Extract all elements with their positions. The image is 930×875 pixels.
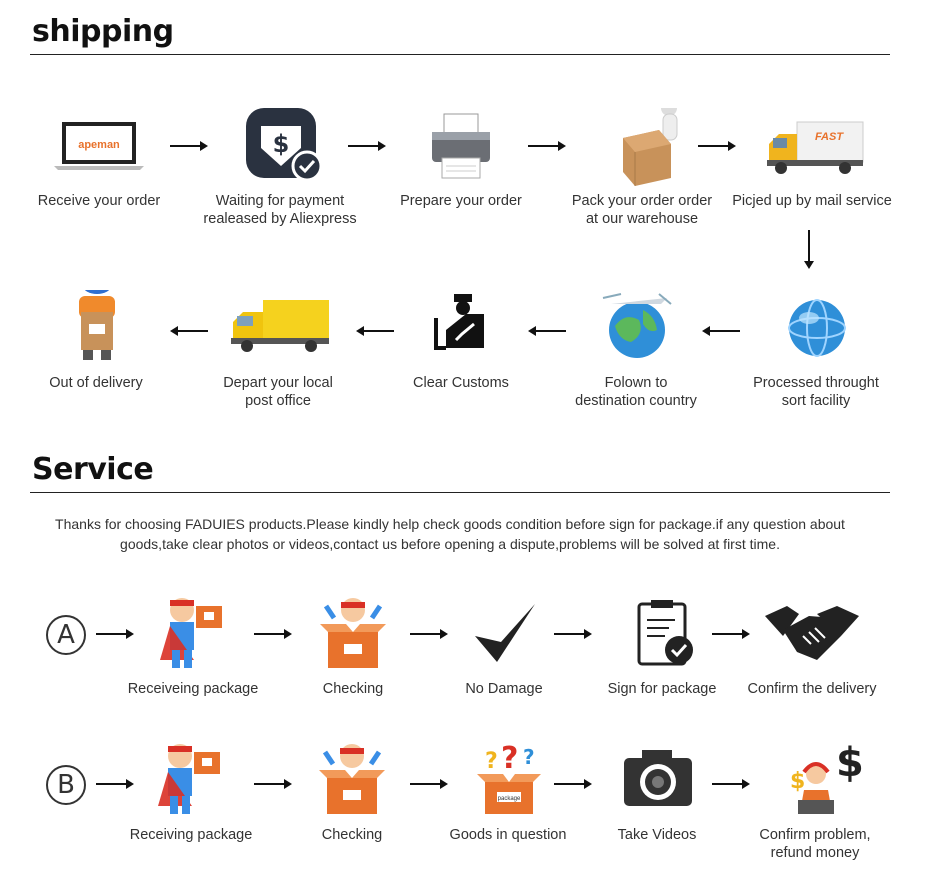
step-a-sign: Sign for package	[567, 596, 757, 698]
step-b-take-videos: Take Videos	[562, 742, 752, 844]
flow-arrow	[712, 778, 750, 790]
payment-shield-icon: $	[225, 108, 335, 188]
step-a-receiving: Receiveing package	[98, 596, 288, 698]
yellow-truck-icon	[223, 290, 333, 370]
step-label: Out of delivery	[49, 375, 143, 391]
hero-box-icon	[138, 596, 248, 676]
step-b-receiving: Receiving package	[96, 742, 286, 844]
laptop-icon: apeman	[44, 108, 154, 188]
flow-arrow	[348, 140, 386, 152]
flow-arrow	[170, 140, 208, 152]
truck-fast-text: FAST	[815, 131, 844, 143]
package-worker-icon	[587, 108, 697, 188]
handshake-icon	[757, 596, 867, 676]
step-flown-destination: Folown to destination country	[541, 290, 731, 410]
svg-text:$: $	[790, 769, 805, 794]
step-pack-order: Pack your order order at our warehouse	[547, 108, 737, 228]
flow-arrow	[356, 325, 394, 337]
flow-arrow	[410, 778, 448, 790]
flow-arrow	[170, 325, 208, 337]
flow-arrow	[702, 325, 740, 337]
flow-arrow	[712, 628, 750, 640]
flow-arrow	[528, 325, 566, 337]
customs-officer-icon	[406, 290, 516, 370]
step-a-no-damage: No Damage	[409, 596, 599, 698]
step-out-of-delivery: Out of delivery	[1, 290, 191, 392]
step-label: Receiving package	[129, 827, 253, 843]
globe-plane-icon	[581, 290, 691, 370]
step-label: Picjed up by mail service	[732, 193, 892, 209]
step-label: Processed throught sort facility	[753, 375, 879, 409]
step-label: Checking	[322, 681, 384, 697]
step-depart-post-office: Depart your local post office	[183, 290, 373, 410]
shipping-divider	[30, 54, 890, 55]
step-label: Confirm problem, refund money	[759, 827, 871, 861]
flow-arrow	[554, 628, 592, 640]
hero-open-box-icon	[297, 742, 407, 822]
step-label: No Damage	[465, 681, 543, 697]
step-b-confirm-refund: $ $ Confirm problem, refund money	[720, 742, 910, 862]
box-package-text: package	[498, 796, 521, 802]
flow-arrow	[96, 778, 134, 790]
step-label: Receiveing package	[127, 681, 259, 697]
support-agent-icon: $ $	[760, 742, 870, 822]
step-label: Clear Customs	[413, 375, 509, 391]
svg-text:?: ?	[501, 742, 518, 776]
step-b-checking: Checking	[257, 742, 447, 844]
shipping-title: shipping	[32, 14, 174, 49]
step-label: Prepare your order	[400, 193, 522, 209]
step-a-checking: Checking	[258, 596, 448, 698]
flow-arrow	[96, 628, 134, 640]
step-label: Take Videos	[617, 827, 697, 843]
svg-text:?: ?	[485, 749, 498, 774]
service-divider	[30, 492, 890, 493]
svg-text:$: $	[273, 130, 290, 158]
step-processed-sort: Processed throught sort facility	[721, 290, 911, 410]
flow-arrow	[528, 140, 566, 152]
step-waiting-payment: $ Waiting for payment realeased by Aliex…	[185, 108, 375, 228]
hero-box-icon	[136, 742, 246, 822]
step-b-goods-question: ? ? ? package Goods in question	[413, 742, 603, 844]
step-a-confirm-delivery: Confirm the delivery	[717, 596, 907, 698]
camera-icon	[602, 742, 712, 822]
globe-blue-icon	[761, 290, 871, 370]
flow-arrow	[554, 778, 592, 790]
row-b-marker: B	[46, 765, 86, 805]
notice-line-2: goods,take clear photos or videos,contac…	[120, 536, 780, 552]
service-title: Service	[32, 452, 154, 487]
step-label: Waiting for payment realeased by Aliexpr…	[203, 193, 357, 227]
step-label: Confirm the delivery	[747, 681, 877, 697]
notice-line-1: Thanks for choosing FADUIES products.Ple…	[55, 516, 845, 532]
step-clear-customs: Clear Customs	[366, 290, 556, 392]
step-picked-up: FAST Picjed up by mail service	[717, 108, 907, 210]
courier-icon	[41, 290, 151, 370]
service-notice: Thanks for choosing FADUIES products.Ple…	[30, 514, 870, 554]
step-label: Pack your order order at our warehouse	[571, 193, 713, 227]
step-label: Depart your local post office	[223, 375, 333, 409]
step-label: Receive your order	[37, 193, 161, 209]
delivery-truck-icon: FAST	[757, 108, 867, 188]
hero-open-box-icon	[298, 596, 408, 676]
step-label: Sign for package	[607, 681, 717, 697]
step-receive-order: apeman Receive your order	[4, 108, 194, 210]
step-label: Folown to destination country	[575, 375, 697, 409]
flow-arrow	[254, 778, 292, 790]
step-label: Checking	[321, 827, 383, 843]
flow-arrow-down	[803, 230, 815, 270]
flow-arrow	[254, 628, 292, 640]
question-box-icon: ? ? ? package	[453, 742, 563, 822]
svg-text:?: ?	[523, 745, 535, 769]
dollar-icon: $	[836, 742, 864, 786]
step-prepare-order: Prepare your order	[366, 108, 556, 210]
row-a-marker: A	[46, 615, 86, 655]
checkmark-icon	[449, 596, 559, 676]
flow-arrow	[410, 628, 448, 640]
flow-arrow	[698, 140, 736, 152]
clipboard-check-icon	[607, 596, 717, 676]
printer-icon	[406, 108, 516, 188]
laptop-brand-text: apeman	[78, 139, 120, 151]
step-label: Goods in question	[449, 827, 567, 843]
